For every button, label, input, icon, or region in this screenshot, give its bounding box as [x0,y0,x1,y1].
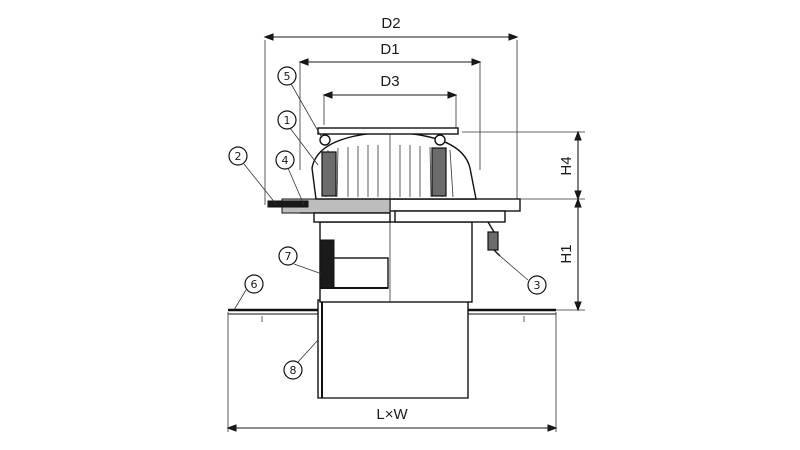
drain-body [319,221,473,303]
dimension-lxw: L×W [226,312,558,432]
dimension-h1: H1 [470,197,585,312]
callout-7: 7 [278,246,323,275]
callout-2-label: 2 [235,150,242,163]
callout-4-label: 4 [282,154,289,167]
dimension-h4: H4 [462,130,585,201]
dimension-d2: D2 [263,15,519,205]
dimension-d2-label: D2 [381,15,400,32]
callout-3: 3 [499,255,547,295]
strainer-dome [311,127,477,200]
callout-3-label: 3 [534,279,541,292]
callout-6-label: 6 [251,278,258,291]
drain-flange [267,198,521,223]
callout-7-label: 7 [285,250,292,263]
dimension-lxw-label: L×W [376,406,408,423]
dimension-d3-label: D3 [380,73,399,90]
callout-1-label: 1 [284,114,291,127]
callout-8-label: 8 [290,364,297,377]
callout-4: 4 [275,150,305,206]
callout-5-label: 5 [284,70,291,83]
drain-pipe [317,299,469,399]
callout-8: 8 [283,339,319,380]
dimension-d1: D1 [298,41,482,170]
dimension-h4-label: H4 [558,156,575,175]
callout-1: 1 [277,110,319,166]
dimension-h1-label: H1 [558,244,575,263]
dimension-d3: D3 [322,73,458,130]
dimension-d1-label: D1 [380,41,399,58]
callout-6: 6 [233,274,264,311]
clamp-bolt [487,221,501,257]
callout-5: 5 [277,66,323,139]
callout-2: 2 [228,146,277,205]
